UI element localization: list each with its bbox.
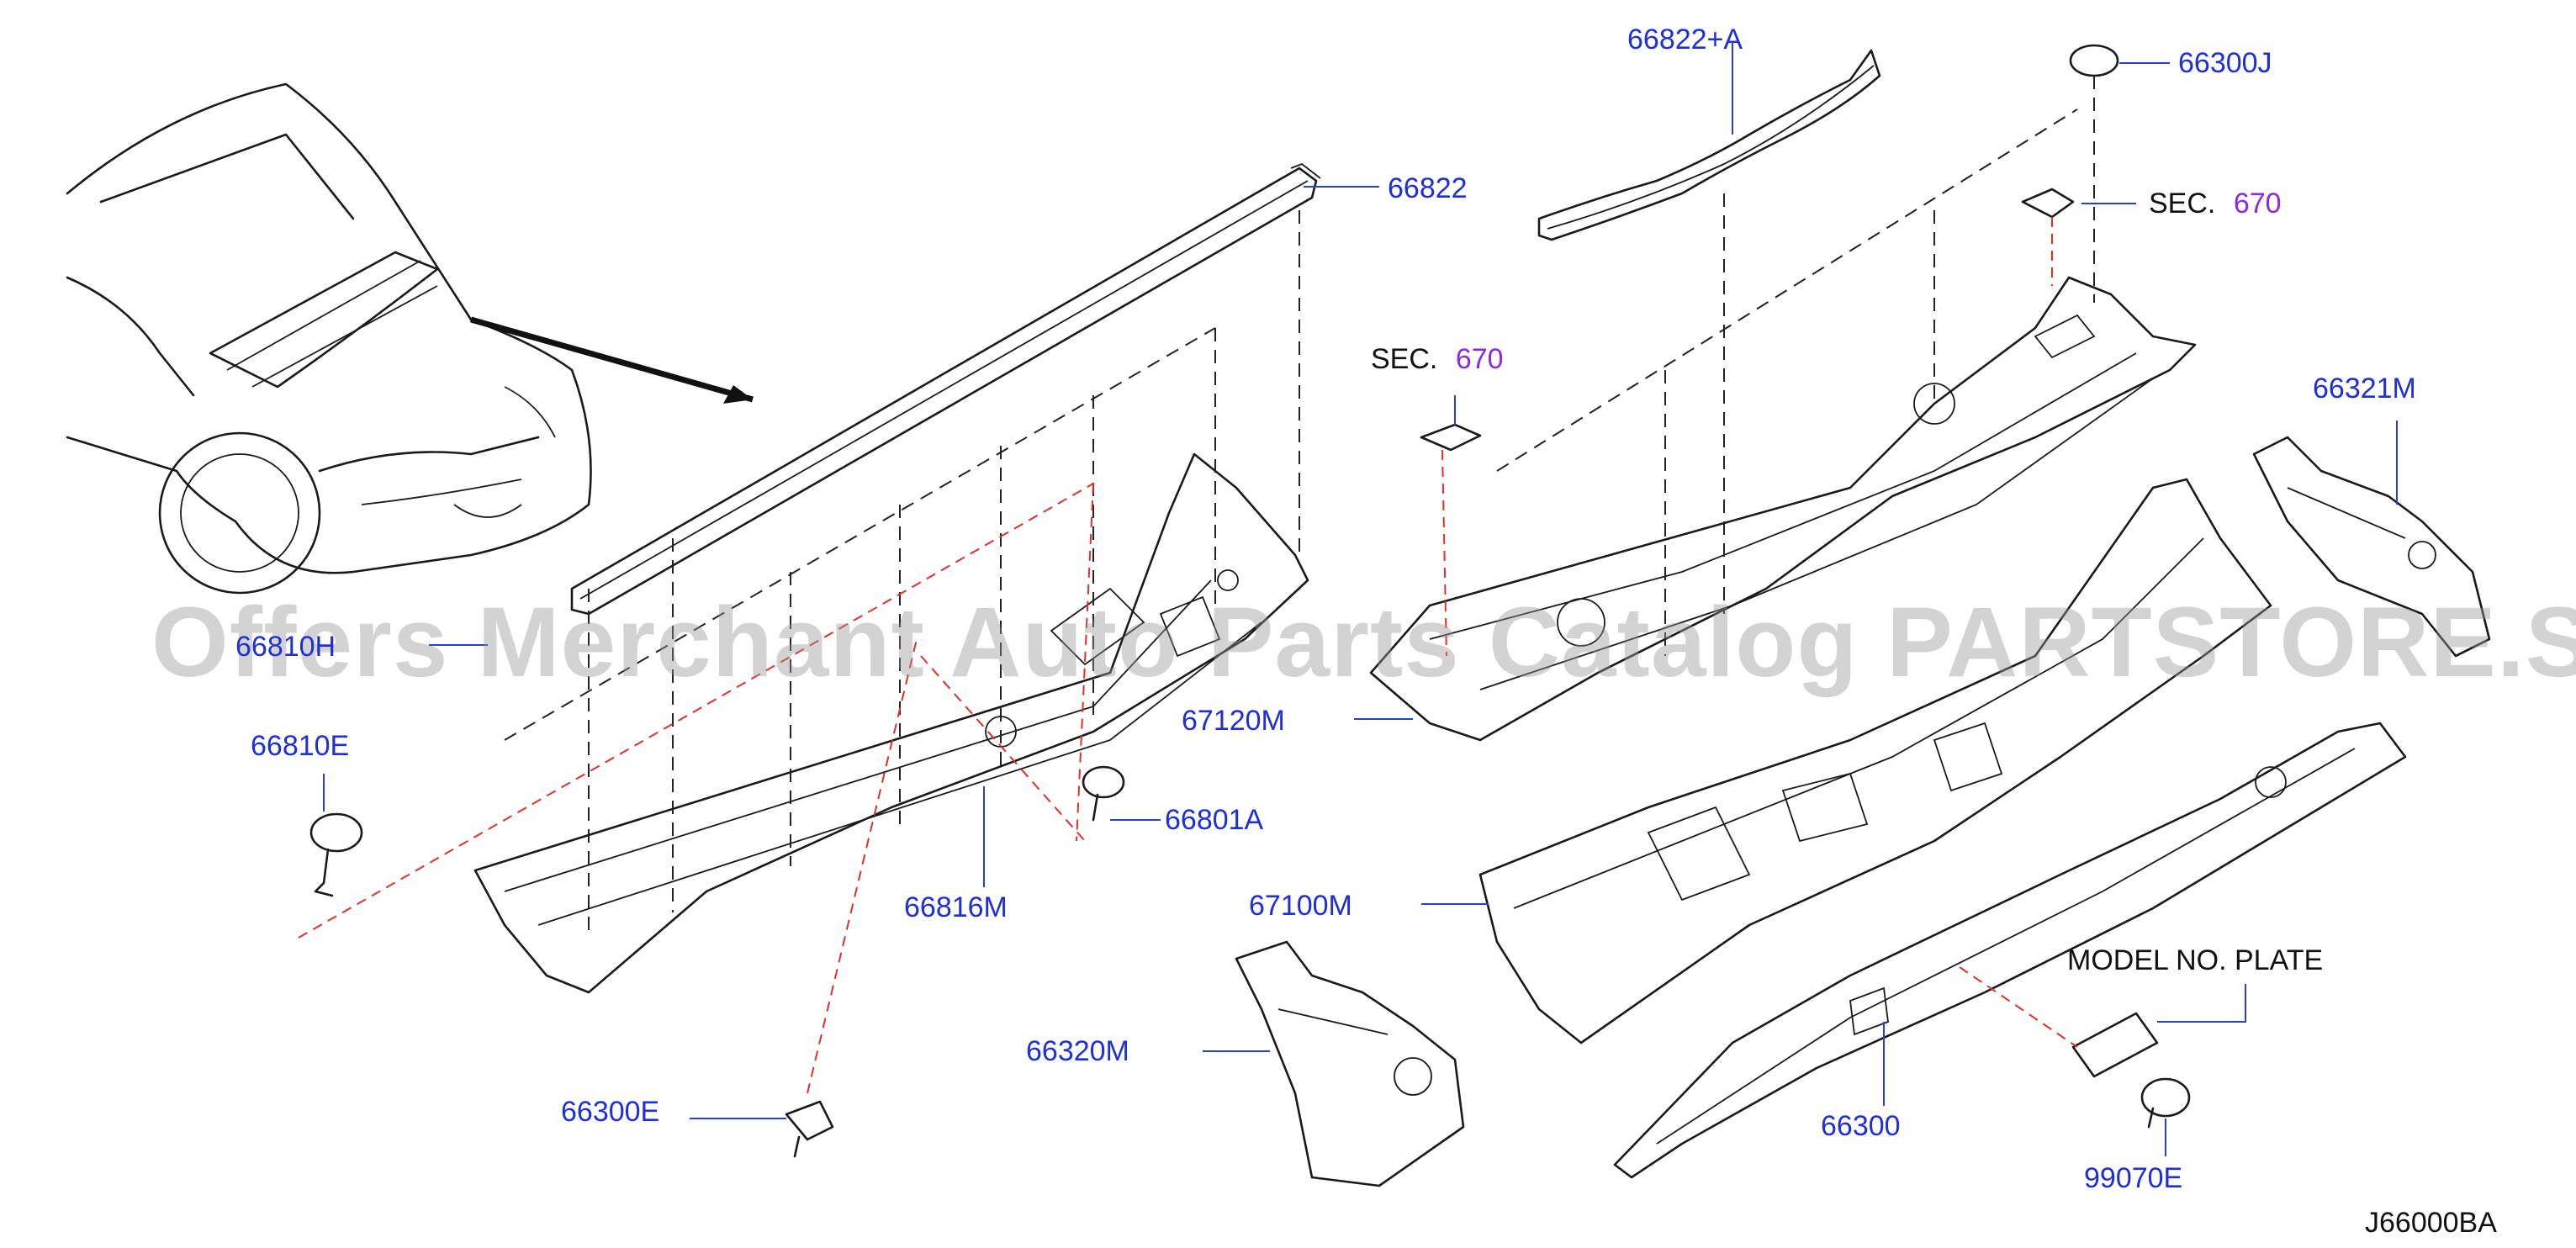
vehicle-overview xyxy=(66,82,592,595)
seal-strip-66822a xyxy=(1537,49,1881,241)
clip-66810e xyxy=(309,812,363,897)
pointer-arrow xyxy=(470,316,754,403)
bracket-66321m xyxy=(2252,436,2491,658)
bracket-66320m xyxy=(1235,940,1465,1187)
section-ref-upper[interactable]: SEC. 670 xyxy=(2149,189,2282,218)
seal-strip-66822 xyxy=(570,162,1321,616)
section-ref-prefix: SEC. xyxy=(2149,188,2216,219)
assembly-lines xyxy=(504,76,2095,933)
rivet-99070e xyxy=(2140,1077,2191,1129)
part-label-67120m[interactable]: 67120M xyxy=(1182,705,1285,737)
clip-66801a xyxy=(1082,765,1125,822)
leader-lines xyxy=(323,42,2398,1156)
watermark-text: Offers Merchant Auto Parts Catalog PARTS… xyxy=(151,587,2576,698)
part-label-66810h[interactable]: 66810H xyxy=(235,631,336,663)
pointer-arrowhead xyxy=(723,385,753,404)
part-label-66822a[interactable]: 66822+A xyxy=(1627,24,1743,56)
section-ref-number: 670 xyxy=(2233,188,2282,219)
red-assembly-lines xyxy=(298,217,2078,1094)
clip-66300e xyxy=(785,1100,834,1158)
part-label-66300[interactable]: 66300 xyxy=(1821,1110,1901,1142)
part-label-66816m[interactable]: 66816M xyxy=(904,891,1008,923)
part-label-67100m[interactable]: 67100M xyxy=(1249,890,1352,922)
plug-sec670-upper xyxy=(2021,188,2075,219)
cross-member-66300 xyxy=(1613,722,2407,1179)
part-label-66320m[interactable]: 66320M xyxy=(1026,1035,1129,1067)
part-label-66321m[interactable]: 66321M xyxy=(2313,373,2416,405)
model-plate-label[interactable]: MODEL NO. PLATE xyxy=(2067,944,2324,976)
section-ref-left[interactable]: SEC. 670 xyxy=(1371,345,1504,373)
diagram-code: J66000BA xyxy=(2365,1207,2497,1239)
part-label-99070e[interactable]: 99070E xyxy=(2084,1162,2183,1194)
section-ref-number: 670 xyxy=(1455,343,1504,375)
part-label-66300j[interactable]: 66300J xyxy=(2178,47,2272,79)
part-label-66822[interactable]: 66822 xyxy=(1388,172,1468,204)
clip-66300j xyxy=(2069,44,2119,77)
section-ref-prefix: SEC. xyxy=(1371,343,1438,375)
part-label-66810e[interactable]: 66810E xyxy=(251,730,350,762)
lower-dash-67100m xyxy=(1478,478,2272,1044)
part-label-66801a[interactable]: 66801A xyxy=(1165,804,1264,836)
part-label-66300e[interactable]: 66300E xyxy=(561,1096,660,1128)
upper-dash-67120m xyxy=(1369,276,2197,742)
model-plate xyxy=(2071,1012,2159,1078)
plug-sec670-left xyxy=(1420,423,1482,452)
